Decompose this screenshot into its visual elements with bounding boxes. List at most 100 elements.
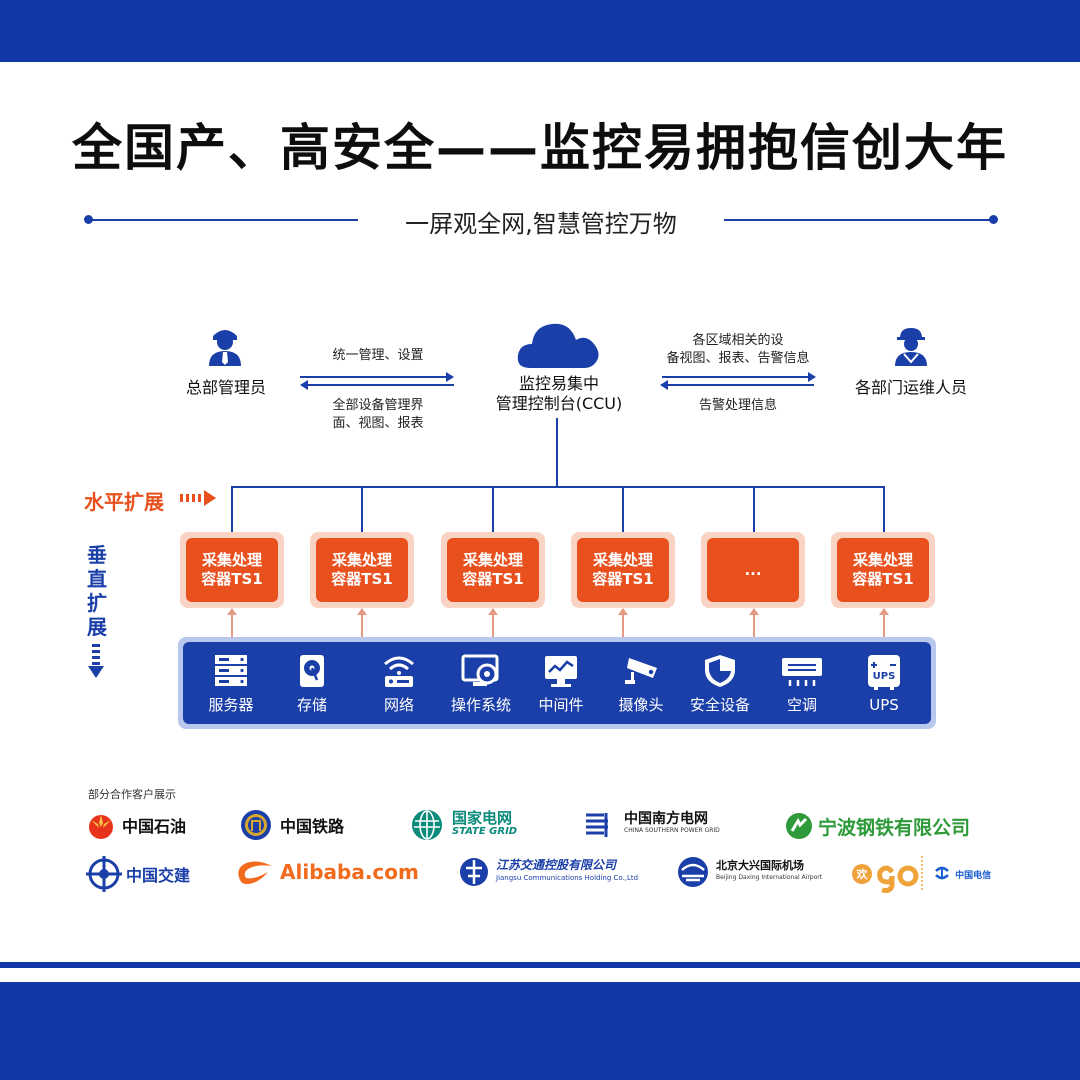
device-label: 网络 [383, 696, 414, 714]
state-grid-logo [412, 810, 442, 840]
center-to-admin-label: 全部设备管理界 面、视图、报表 [300, 397, 456, 433]
horizontal-expand-label: 水平扩展 [84, 490, 164, 514]
cccc-logo [86, 856, 122, 892]
vertical-expand-char: 展 [87, 615, 107, 639]
partner-jiangsu-comm: 江苏交通控股有限公司 Jiangsu Communications Holdin… [458, 856, 638, 888]
subtitle-dot-left [84, 215, 93, 224]
ups-icon: UPS [868, 655, 900, 690]
subtitle-line-left [90, 219, 358, 221]
device-label: 存储 [296, 696, 327, 714]
partner-daxing-airport: 北京大兴国际机场 Beijing Daxing International Ai… [676, 856, 822, 888]
partner-text-block: 国家电网 STATE GRID [452, 811, 517, 839]
branch-line [622, 486, 624, 532]
collector-line1: 采集处理 [592, 551, 653, 569]
bus-line [231, 486, 885, 488]
horizontal-expand-arrow-icon [180, 490, 216, 506]
collector-line2: 容器TS1 [462, 570, 524, 588]
alibaba-logo [238, 861, 272, 884]
admin-to-center-label: 统一管理、设置 [332, 348, 424, 363]
partner-state-grid: 国家电网 STATE GRID [410, 808, 517, 842]
uplink-arrow [357, 608, 367, 638]
collector-box-ellipsis: ... [701, 532, 805, 608]
collector-line2: 容器TS1 [201, 570, 263, 588]
partner-text-block: 中国南方电网 CHINA SOUTHERN POWER GRID [624, 811, 720, 837]
uplink-arrow [227, 608, 237, 638]
partner-name: 中国南方电网 [624, 811, 708, 827]
center-console-line1: 监控易集中 [518, 374, 599, 393]
device-os: 操作系统 [441, 654, 521, 715]
collector-box-inner: ... [707, 538, 799, 602]
partner-huango: 欢 中国电信 [850, 850, 991, 894]
uplink-arrow [488, 608, 498, 638]
partner-cccc: 中国交建 [86, 856, 190, 892]
svg-text:欢: 欢 [856, 867, 869, 881]
partner-sub: Jiangsu Communications Holding Co.,Ltd [496, 874, 639, 882]
ups-icon-text: UPS [873, 671, 896, 682]
collector-ellipsis: ... [744, 560, 762, 579]
branch-line [492, 486, 494, 532]
partner-text-block: 江苏交通控股有限公司 Jiangsu Communications Holdin… [496, 859, 638, 885]
collector-box: 采集处理 容器TS1 [571, 532, 675, 608]
air-conditioner-icon [782, 658, 822, 686]
partner-sub: STATE GRID [452, 826, 518, 837]
collector-box-inner: 采集处理 容器TS1 [186, 538, 278, 602]
branch-line [231, 486, 233, 532]
partners-caption: 部分合作客户展示 [88, 788, 176, 801]
camera-icon [625, 658, 657, 684]
branch-line [361, 486, 363, 532]
petrochina-logo [89, 815, 113, 839]
vertical-expand-char: 垂 [87, 543, 107, 567]
storage-icon [300, 655, 324, 687]
center-to-ops-label-line1: 各区域相关的设 [692, 333, 784, 348]
collector-box-inner: 采集处理 容器TS1 [577, 538, 669, 602]
device-ups: UPS UPS [844, 654, 924, 714]
branch-line [753, 486, 755, 532]
trunk-line [556, 418, 558, 486]
huango-logo: 欢 [852, 856, 923, 893]
device-security: 安全设备 [680, 654, 760, 715]
vertical-expand-label: 垂 直 扩 展 [84, 543, 110, 639]
shield-icon [705, 655, 735, 687]
collector-line2: 容器TS1 [852, 570, 914, 588]
vertical-expand-arrow-icon [88, 644, 104, 678]
partner-telecom-block: 中国电信 [934, 863, 991, 882]
device-label: 操作系统 [450, 696, 511, 714]
center-to-ops-label: 各区域相关的设 备视图、报表、告警信息 [660, 332, 816, 368]
partner-name: 宁波钢铁有限公司 [818, 816, 971, 839]
partner-name: 中国石油 [122, 817, 187, 836]
partner-name: 江苏交通控股有限公司 [496, 858, 617, 872]
uplink-arrow [749, 608, 759, 638]
admin-person-icon [209, 330, 241, 366]
jiangsu-comm-logo [460, 858, 488, 886]
partner-alibaba: Alibaba.com [234, 856, 419, 888]
collector-line2: 容器TS1 [592, 570, 654, 588]
china-railway-logo [241, 810, 271, 840]
partner-name: 中国交建 [126, 866, 191, 885]
partner-china-railway: 中国铁路 [240, 809, 344, 841]
router-icon [384, 656, 414, 687]
partner-name: Alibaba.com [280, 860, 419, 884]
subtitle-line-right [724, 219, 992, 221]
device-label: 安全设备 [689, 696, 750, 714]
collector-box-inner: 采集处理 容器TS1 [447, 538, 539, 602]
collector-box: 采集处理 容器TS1 [441, 532, 545, 608]
collector-line1: 采集处理 [331, 551, 392, 569]
center-to-admin-arrow [300, 380, 454, 390]
center-to-ops-arrow [662, 372, 816, 382]
collector-box: 采集处理 容器TS1 [831, 532, 935, 608]
ops-to-center-arrow [660, 380, 814, 390]
partner-sub: CHINA SOUTHERN POWER GRID [624, 827, 720, 834]
vertical-expand-char: 扩 [87, 591, 107, 615]
subtitle: 一屏观全网,智慧管控万物 [405, 210, 677, 238]
partner-name: 北京大兴国际机场 [716, 859, 804, 872]
collector-line2: 容器TS1 [331, 570, 393, 588]
admin-label: 总部管理员 [185, 378, 266, 397]
center-to-admin-label-line2: 面、视图、报表 [332, 416, 424, 431]
partner-name: 国家电网 [452, 809, 513, 827]
uplink-arrow [879, 608, 889, 638]
device-label: 空调 [786, 696, 817, 714]
china-telecom-logo [935, 866, 949, 880]
ningbo-steel-logo [786, 813, 812, 839]
partner-sub: Beijing Daxing International Airport [716, 874, 823, 881]
collector-line1: 采集处理 [201, 551, 262, 569]
